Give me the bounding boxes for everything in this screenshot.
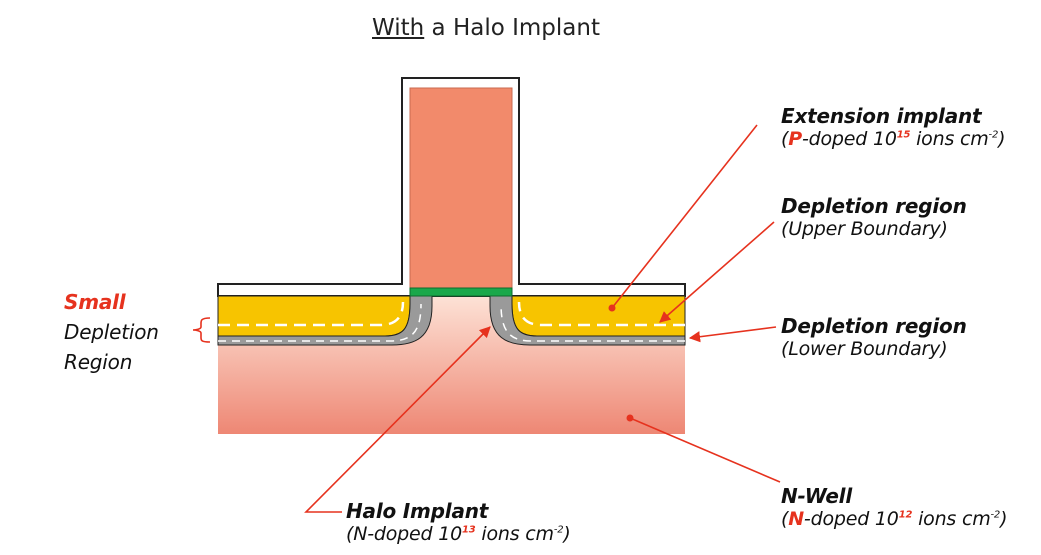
halo-implant-leader <box>304 326 491 513</box>
small-depletion-label: Small Depletion Region <box>64 287 159 377</box>
n-well-title: N-Well <box>781 484 852 508</box>
extension-implant-title: Extension implant <box>781 104 982 128</box>
extension-implant-doping: (P-doped 1015 ions cm-2) <box>781 128 1006 150</box>
left-upper-dashed-line <box>218 301 405 327</box>
left-extension-implant <box>217 295 411 337</box>
extension-implant-leader <box>611 124 758 309</box>
n-well-label: N-Well (N-doped 1012 ions cm-2) <box>781 484 1008 530</box>
depletion-lower-title: Depletion region <box>781 314 967 338</box>
n-well-dot <box>626 414 634 422</box>
right-extension-implant <box>511 295 686 337</box>
gate-oxide <box>409 287 513 297</box>
depletion-upper-title: Depletion region <box>781 194 967 218</box>
diagram-title: With a Halo Implant <box>0 15 972 41</box>
right-upper-dashed-line <box>517 301 685 327</box>
small-depletion-brace <box>192 317 211 343</box>
title-rest: a Halo Implant <box>424 15 600 41</box>
gate <box>409 87 513 289</box>
title-emphasis: With <box>372 15 425 41</box>
right-depletion-band <box>489 295 686 346</box>
depletion-lower-sub: (Lower Boundary) <box>781 338 948 360</box>
extension-dopant: P <box>788 128 802 150</box>
depletion-word: Depletion <box>64 320 159 344</box>
depletion-lower-label: Depletion region (Lower Boundary) <box>781 314 967 360</box>
depletion-lower-leader <box>688 326 777 343</box>
n-well-dopant: N <box>788 508 804 530</box>
depletion-upper-leader <box>659 221 775 323</box>
n-well-leader <box>629 417 781 483</box>
extension-implant-dot <box>608 304 616 312</box>
left-depletion-band <box>217 295 433 346</box>
n-well-doping: (N-doped 1012 ions cm-2) <box>781 508 1008 530</box>
halo-implant-label: Halo Implant (N-doped 1013 ions cm-2) <box>346 499 571 545</box>
right-lower-dashed-line <box>500 303 685 342</box>
depletion-upper-sub: (Upper Boundary) <box>781 218 948 240</box>
halo-implant-title: Halo Implant <box>346 499 489 523</box>
depletion-upper-label: Depletion region (Upper Boundary) <box>781 194 967 240</box>
region-word: Region <box>64 350 133 374</box>
small-word: Small <box>64 290 126 314</box>
halo-implant-doping: (N-doped 1013 ions cm-2) <box>346 523 571 545</box>
left-lower-dashed-line <box>218 303 422 342</box>
extension-implant-label: Extension implant (P-doped 1015 ions cm-… <box>781 104 1006 150</box>
